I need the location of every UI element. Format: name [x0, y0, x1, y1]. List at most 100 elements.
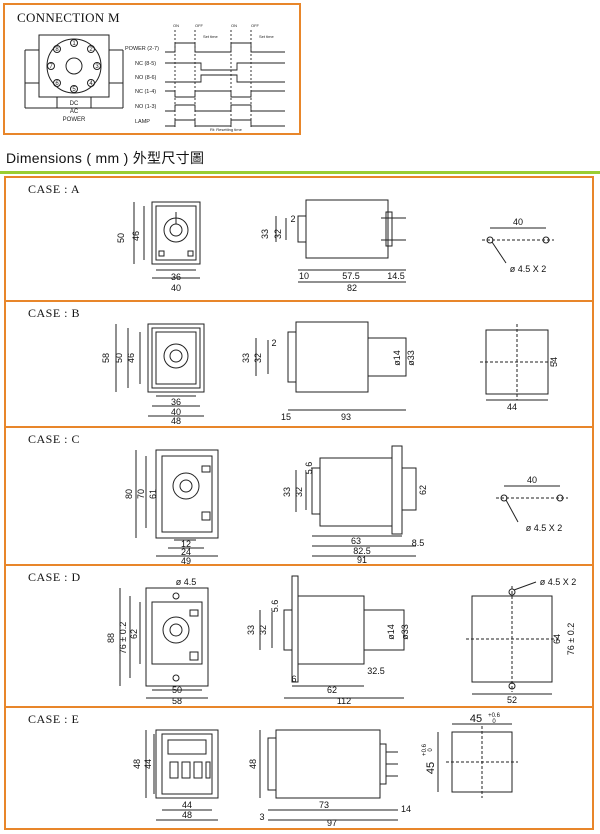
dim-d-6: 6 — [291, 674, 296, 684]
dim-d-dia33: ø33 — [400, 624, 410, 640]
dim-e-44-h: 44 — [143, 759, 153, 769]
case-c-drawing: 80 70 61 12 24 49 33 32 5.6 62 63 8.5 82… — [124, 445, 568, 566]
dim-b-32: 32 — [253, 353, 263, 363]
dim-e-48-side: 48 — [248, 759, 258, 769]
case-a-drawing: 50 46 36 40 33 32 2 10 57.5 14.5 82 40 ø… — [116, 199, 554, 293]
dim-b-58: 58 — [101, 353, 111, 363]
connection-diagram: 1 2 3 4 5 6 7 8 DC AC POWER POWER (2-7) … — [24, 23, 285, 132]
dim-b-dia33: ø33 — [406, 350, 416, 366]
timing-row-no86: NO (8-6) — [135, 75, 157, 81]
dim-d-hole-front: ø 4.5 — [176, 577, 197, 587]
dim-c-62: 62 — [418, 485, 428, 495]
terminal-6: 6 — [55, 81, 59, 87]
dim-c-63: 63 — [351, 536, 361, 546]
dim-c-49: 49 — [181, 556, 191, 564]
dim-e-97: 97 — [327, 818, 337, 828]
dim-c-82-5: 82.5 — [353, 546, 371, 556]
case-e-panel: CASE : E 48 44 44 — [4, 706, 594, 830]
dim-b-33: 33 — [241, 353, 251, 363]
dim-a-82: 82 — [347, 283, 357, 293]
dim-a-46: 46 — [131, 231, 141, 241]
connection-panel: CONNECTION M 1 2 3 4 5 — [3, 3, 301, 135]
dim-b-93: 93 — [341, 412, 351, 422]
dim-d-33: 33 — [246, 625, 256, 635]
dim-e-45-h: 45 — [425, 762, 437, 774]
dim-d-76-cut: 76 ± 0.2 — [566, 623, 576, 655]
dim-b-15: 15 — [281, 412, 291, 422]
dim-b-dia14: ø14 — [392, 350, 402, 366]
terminal-8: 8 — [55, 47, 59, 53]
dim-a-40-spacing: 40 — [513, 217, 523, 227]
dim-a-57-5: 57.5 — [342, 271, 360, 281]
dim-c-61: 61 — [148, 489, 158, 499]
dim-c-40-spacing: 40 — [527, 475, 537, 485]
case-a-panel: CASE : A 50 46 36 40 — [4, 176, 594, 302]
dim-c-80: 80 — [124, 489, 134, 499]
dim-e-48-w: 48 — [182, 810, 192, 820]
timing-row-nc14: NC (1-4) — [135, 89, 156, 95]
dim-b-44: 44 — [507, 402, 517, 412]
dim-d-62: 62 — [129, 629, 139, 639]
terminal-7: 7 — [49, 64, 53, 70]
case-e-label: CASE : E — [28, 712, 80, 726]
dim-e-44-w: 44 — [182, 800, 192, 810]
dimensions-title: Dimensions ( mm ) 外型尺寸圖 — [6, 150, 205, 166]
terminal-5: 5 — [72, 87, 76, 93]
timing-on-2: ON — [231, 23, 237, 28]
terminal-1: 1 — [72, 41, 76, 47]
dim-e-tol-up-h: +0.6 — [422, 743, 428, 756]
dim-a-32: 32 — [273, 229, 283, 239]
dim-e-73: 73 — [319, 800, 329, 810]
dim-c-hole: ø 4.5 X 2 — [526, 523, 563, 533]
dim-b-48: 48 — [171, 416, 181, 426]
timing-footnote: Rt: Resetting time — [210, 127, 243, 132]
dim-a-36: 36 — [171, 272, 181, 282]
case-b-panel: CASE : B 58 50 46 36 40 48 — [4, 300, 594, 428]
timing-row-no13: NO (1-3) — [135, 104, 157, 110]
dim-d-62-w: 62 — [327, 685, 337, 695]
dim-a-2: 2 — [290, 214, 295, 224]
dim-a-40: 40 — [171, 283, 181, 293]
dim-e-45-w: 45 — [470, 713, 482, 725]
timing-row-power: POWER (2-7) — [125, 46, 159, 52]
dim-d-88: 88 — [106, 633, 116, 643]
dim-d-32: 32 — [258, 625, 268, 635]
case-b-label: CASE : B — [28, 306, 81, 320]
dim-c-33: 33 — [282, 487, 292, 497]
dim-b-54: 54 — [549, 357, 559, 367]
dim-a-14-5: 14.5 — [387, 271, 405, 281]
dim-a-hole: ø 4.5 X 2 — [510, 264, 547, 274]
case-d-label: CASE : D — [28, 570, 81, 584]
dim-d-hole-cut: ø 4.5 X 2 — [540, 577, 577, 587]
dim-d-76: 76 ± 0.2 — [118, 622, 128, 654]
terminal-2: 2 — [89, 47, 93, 53]
dim-d-5-6: 5.6 — [270, 600, 280, 613]
timing-off-2: OFF — [251, 23, 260, 28]
timing-row-lamp: LAMP — [135, 119, 150, 125]
ac-label: AC — [70, 109, 79, 115]
timing-on-1: ON — [173, 23, 179, 28]
dim-d-58: 58 — [172, 696, 182, 706]
dim-b-46: 46 — [126, 353, 136, 363]
dim-d-64: 64 — [552, 634, 562, 644]
case-e-drawing: 48 44 44 48 48 3 73 14 97 45 +0.6 0 45 +… — [132, 713, 518, 828]
dim-c-70: 70 — [136, 489, 146, 499]
dim-c-12: 12 — [181, 539, 191, 549]
case-a-label: CASE : A — [28, 182, 81, 196]
dim-e-48-h: 48 — [132, 759, 142, 769]
case-d-drawing: ø 4.5 88 76 ± 0.2 62 50 58 33 32 5.6 ø14… — [106, 575, 577, 706]
terminal-3: 3 — [95, 64, 99, 70]
dim-d-dia14: ø14 — [386, 624, 396, 640]
dc-label: DC — [70, 101, 79, 107]
case-d-panel: CASE : D ø 4.5 88 — [4, 564, 594, 708]
dim-c-24: 24 — [181, 547, 191, 557]
case-b-drawing: 58 50 46 36 40 48 33 32 2 ø14 ø33 15 93 … — [101, 321, 559, 426]
timing-set-2: Set time — [259, 34, 274, 39]
dim-d-50: 50 — [172, 685, 182, 695]
timing-row-nc85: NC (8-5) — [135, 61, 156, 67]
dim-c-32: 32 — [294, 487, 304, 497]
dim-e-tol-dn-h: 0 — [428, 748, 434, 752]
dim-c-8-5: 8.5 — [412, 538, 425, 548]
dim-c-5-6: 5.6 — [304, 462, 314, 475]
connection-title: CONNECTION M — [17, 10, 120, 25]
